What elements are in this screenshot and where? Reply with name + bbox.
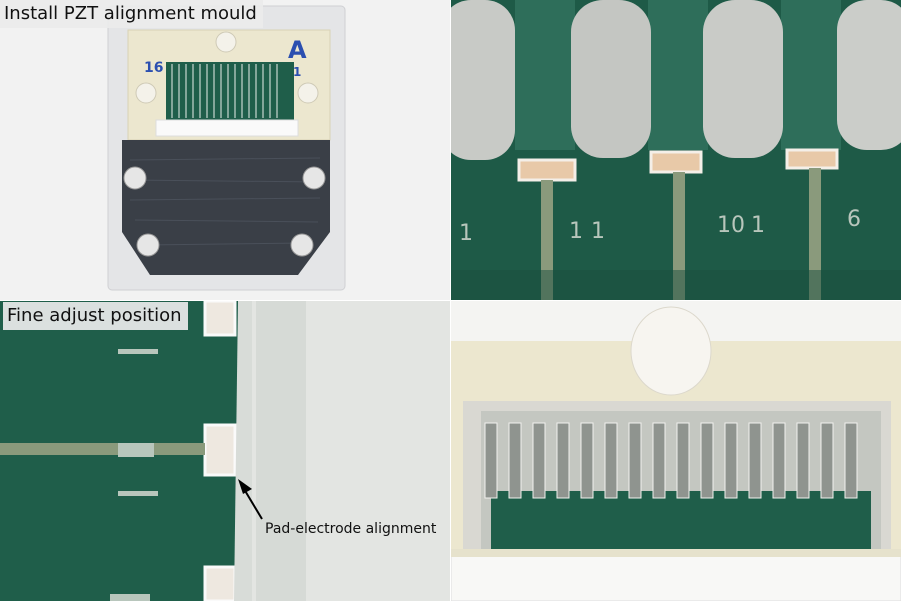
pcb-marking-3: 10 — [717, 213, 745, 238]
caption-fine-adjust: Fine adjust position — [3, 302, 188, 330]
caption-install: Install PZT alignment mould — [0, 0, 263, 28]
panel-install-mould: 16 A 1 Install PZT alignment mould — [0, 0, 450, 300]
photo-mould-assembly: 16 A 1 — [0, 0, 450, 300]
annotation-pad-electrode: Pad-electrode alignment — [265, 521, 437, 537]
pcb-marking-5: 6 — [847, 207, 861, 232]
photo-fine-adjust — [0, 301, 450, 601]
panel-fine-adjust: Fine adjust position Pad-electrode align… — [0, 301, 450, 601]
mould-label-letter: A — [288, 36, 307, 64]
pcb-marking-2: 1 — [591, 219, 605, 244]
photo-electrode-closeup: 1 1 1 10 1 6 — [451, 0, 901, 300]
photo-electrode-array — [451, 301, 901, 601]
mould-label-right: 1 — [293, 65, 301, 79]
mould-label-left: 16 — [144, 60, 163, 76]
panel-closeup-electrodes: 1 1 1 10 1 6 — [451, 0, 901, 300]
panel-mould-array — [451, 301, 901, 601]
pcb-marking-1: 1 — [569, 219, 583, 244]
svg-text:1: 1 — [459, 221, 473, 246]
pcb-marking-4: 1 — [751, 213, 765, 238]
